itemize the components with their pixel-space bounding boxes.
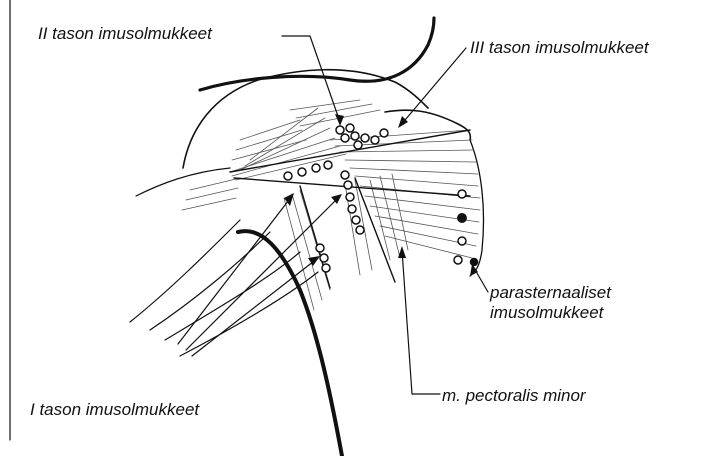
sternal-border bbox=[470, 140, 484, 276]
lymph-node bbox=[454, 256, 462, 264]
leader-level-1-c bbox=[192, 258, 318, 356]
label-parasternal-line1: parasternaaliset bbox=[490, 283, 611, 302]
lymph-node bbox=[380, 129, 388, 137]
label-pectoralis-minor: m. pectoralis minor bbox=[442, 386, 586, 405]
lymph-node bbox=[346, 124, 354, 132]
lymph-node bbox=[284, 172, 292, 180]
label-level-3-nodes: III tason imusolmukkeet bbox=[470, 38, 649, 57]
leader-pectoralis bbox=[402, 250, 440, 394]
lymph-node bbox=[341, 171, 349, 179]
leader-lines bbox=[178, 36, 488, 394]
lymph-node bbox=[316, 244, 324, 252]
lymph-node bbox=[348, 205, 356, 213]
lymph-node bbox=[351, 132, 359, 140]
lymph-node bbox=[458, 237, 466, 245]
label-level-1-nodes: I tason imusolmukkeet bbox=[30, 400, 199, 419]
clavicle-outline bbox=[200, 18, 434, 90]
label-parasternal-line2: imusolmukkeet bbox=[490, 303, 603, 322]
lymph-node bbox=[371, 136, 379, 144]
lymph-node bbox=[354, 141, 362, 149]
lymph-node bbox=[458, 190, 466, 198]
label-level-2-nodes: II tason imusolmukkeet bbox=[38, 24, 212, 43]
lymph-node bbox=[356, 226, 364, 234]
lymph-node bbox=[352, 216, 360, 224]
lymph-node bbox=[312, 164, 320, 172]
lymph-node bbox=[324, 161, 332, 169]
lymph-node bbox=[458, 214, 466, 222]
lymph-node bbox=[322, 264, 330, 272]
lymph-node bbox=[341, 134, 349, 142]
lymph-node bbox=[471, 259, 478, 266]
lymph-node bbox=[361, 134, 369, 142]
lymph-node bbox=[298, 168, 306, 176]
lymph-node bbox=[346, 193, 354, 201]
lymph-node bbox=[320, 254, 328, 262]
lymph-node bbox=[336, 126, 344, 134]
lymph-node bbox=[344, 181, 352, 189]
